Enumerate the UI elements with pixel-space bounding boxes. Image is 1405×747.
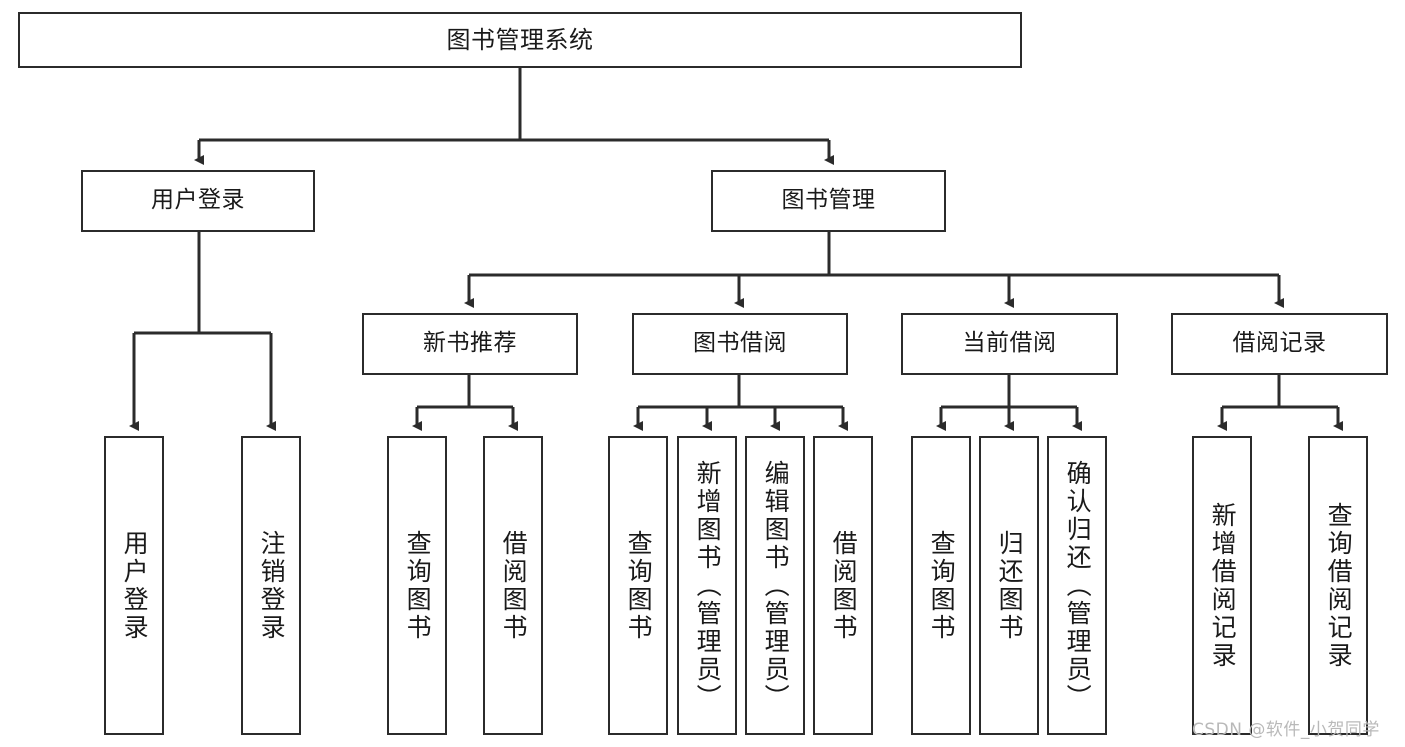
node-new-book-recommend-label: 新书推荐 bbox=[423, 330, 517, 357]
node-leaf-edit-book[interactable]: 编辑图书（管理员） bbox=[745, 436, 805, 735]
node-leaf-query-book-3[interactable]: 查询图书 bbox=[911, 436, 971, 735]
node-leaf-logout-label: 注销登录 bbox=[257, 529, 287, 642]
node-leaf-user-login[interactable]: 用户登录 bbox=[104, 436, 164, 735]
node-leaf-return-book[interactable]: 归还图书 bbox=[979, 436, 1039, 735]
node-new-book-recommend[interactable]: 新书推荐 bbox=[362, 313, 578, 375]
node-leaf-query-record-label: 查询借阅记录 bbox=[1324, 501, 1354, 670]
node-leaf-query-book-1-label: 查询图书 bbox=[403, 529, 433, 642]
node-leaf-query-book-2-label: 查询图书 bbox=[624, 529, 654, 642]
node-leaf-borrow-book-1-label: 借阅图书 bbox=[499, 529, 529, 642]
node-leaf-query-record[interactable]: 查询借阅记录 bbox=[1308, 436, 1368, 735]
node-leaf-add-record[interactable]: 新增借阅记录 bbox=[1192, 436, 1252, 735]
node-book-borrow-label: 图书借阅 bbox=[693, 330, 787, 357]
node-book-manage[interactable]: 图书管理 bbox=[711, 170, 946, 232]
node-leaf-confirm-return-label: 确认归还（管理员） bbox=[1063, 459, 1093, 712]
node-leaf-borrow-book-1[interactable]: 借阅图书 bbox=[483, 436, 543, 735]
node-leaf-add-book[interactable]: 新增图书（管理员） bbox=[677, 436, 737, 735]
node-root-system-label: 图书管理系统 bbox=[446, 25, 594, 54]
node-leaf-query-book-2[interactable]: 查询图书 bbox=[608, 436, 668, 735]
node-book-borrow[interactable]: 图书借阅 bbox=[632, 313, 848, 375]
node-user-login-label: 用户登录 bbox=[151, 187, 245, 214]
node-current-borrow-label: 当前借阅 bbox=[962, 330, 1057, 357]
node-leaf-user-login-label: 用户登录 bbox=[120, 529, 150, 642]
node-leaf-borrow-book-2-label: 借阅图书 bbox=[829, 529, 859, 642]
node-leaf-confirm-return[interactable]: 确认归还（管理员） bbox=[1047, 436, 1107, 735]
node-leaf-return-book-label: 归还图书 bbox=[995, 529, 1025, 642]
node-leaf-add-book-label: 新增图书（管理员） bbox=[693, 459, 723, 712]
node-leaf-query-book-3-label: 查询图书 bbox=[927, 529, 957, 642]
node-borrow-record[interactable]: 借阅记录 bbox=[1171, 313, 1388, 375]
node-leaf-logout[interactable]: 注销登录 bbox=[241, 436, 301, 735]
csdn-watermark: CSDN @软件_小贺同学 bbox=[1192, 720, 1380, 740]
node-borrow-record-label: 借阅记录 bbox=[1232, 330, 1327, 357]
node-current-borrow[interactable]: 当前借阅 bbox=[901, 313, 1118, 375]
node-root-system[interactable]: 图书管理系统 bbox=[18, 12, 1022, 68]
node-book-manage-label: 图书管理 bbox=[781, 187, 876, 214]
node-user-login[interactable]: 用户登录 bbox=[81, 170, 315, 232]
node-leaf-query-book-1[interactable]: 查询图书 bbox=[387, 436, 447, 735]
node-leaf-edit-book-label: 编辑图书（管理员） bbox=[761, 459, 791, 712]
node-leaf-borrow-book-2[interactable]: 借阅图书 bbox=[813, 436, 873, 735]
node-leaf-add-record-label: 新增借阅记录 bbox=[1208, 501, 1238, 670]
